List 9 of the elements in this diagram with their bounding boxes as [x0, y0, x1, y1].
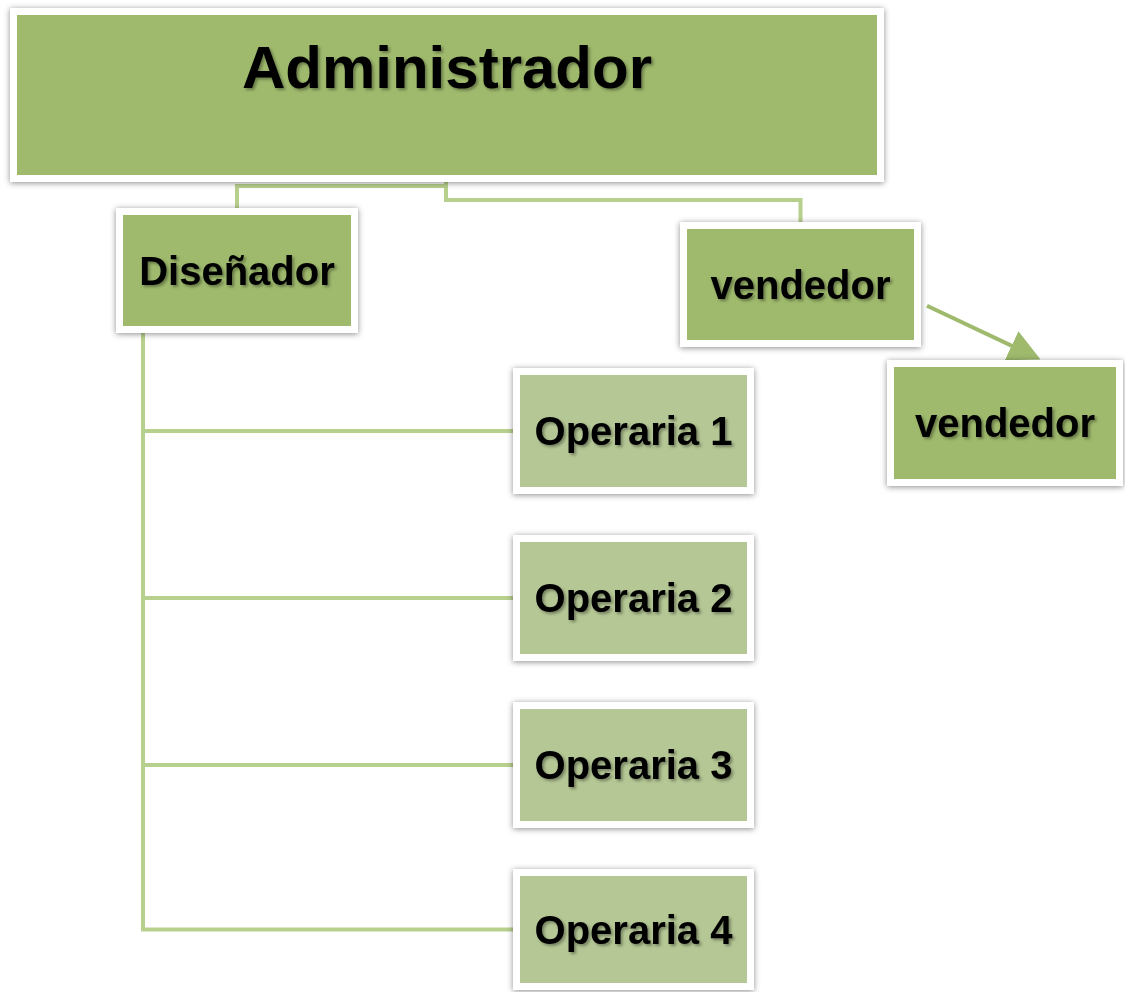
role-label: Operaria 4 [534, 906, 733, 954]
arrow [926, 303, 1041, 361]
role-label: Diseñador [139, 247, 335, 295]
role-label: Operaria 1 [534, 408, 733, 455]
role-label: Administrador [241, 33, 652, 103]
role-label: Operaria 2 [534, 575, 733, 622]
role-label: vendedor [710, 261, 891, 309]
role-label: Operaria 3 [534, 742, 733, 789]
role-label: vendedor [914, 400, 1095, 447]
